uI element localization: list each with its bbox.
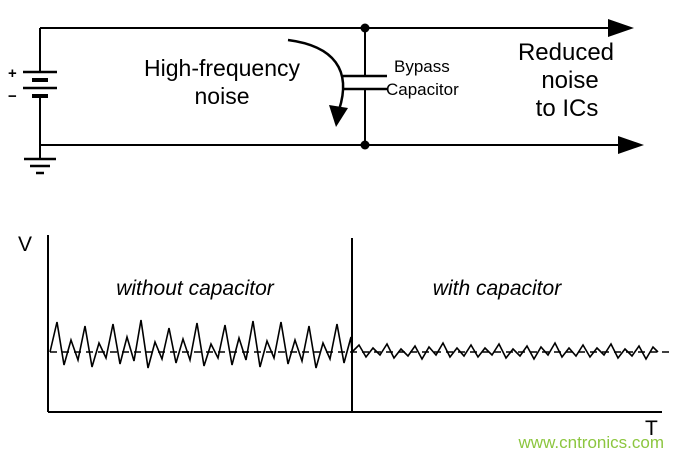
- junction-dot-bottom: [360, 140, 370, 150]
- reduced-noise-label-line2: noise: [541, 67, 598, 94]
- waveform-with-capacitor: [351, 341, 659, 361]
- bypass-capacitor-symbol: [343, 23, 387, 150]
- y-axis-label: V: [18, 233, 32, 256]
- circuit-diagram: + − High-frequency noise Bypass Ca: [8, 19, 644, 175]
- battery-symbol: + −: [8, 28, 57, 145]
- noise-graph: V T without capacitor with capacitor www…: [18, 233, 670, 452]
- x-axis-label: T: [645, 417, 658, 440]
- reduced-noise-label-line1: Reduced: [518, 39, 614, 66]
- top-rail-arrow-icon: [608, 19, 634, 37]
- junction-dot-top: [360, 23, 370, 33]
- waveform-without-capacitor: [49, 319, 353, 369]
- without-capacitor-label: without capacitor: [116, 277, 275, 300]
- with-capacitor-label: with capacitor: [433, 277, 562, 300]
- battery-plus-label: +: [8, 65, 17, 82]
- battery-minus-label: −: [8, 88, 17, 105]
- watermark-text: www.cntronics.com: [518, 433, 664, 452]
- bypass-capacitor-label-line2: Capacitor: [386, 80, 459, 99]
- bottom-rail-arrow-icon: [618, 136, 644, 154]
- bypass-capacitor-label-line1: Bypass: [394, 57, 450, 76]
- noise-arrow-icon: [287, 38, 348, 127]
- high-frequency-noise-label-line1: High-frequency: [144, 55, 300, 81]
- ground-symbol: [24, 145, 56, 175]
- high-frequency-noise-label-line2: noise: [195, 83, 250, 109]
- reduced-noise-label-line3: to ICs: [536, 95, 599, 122]
